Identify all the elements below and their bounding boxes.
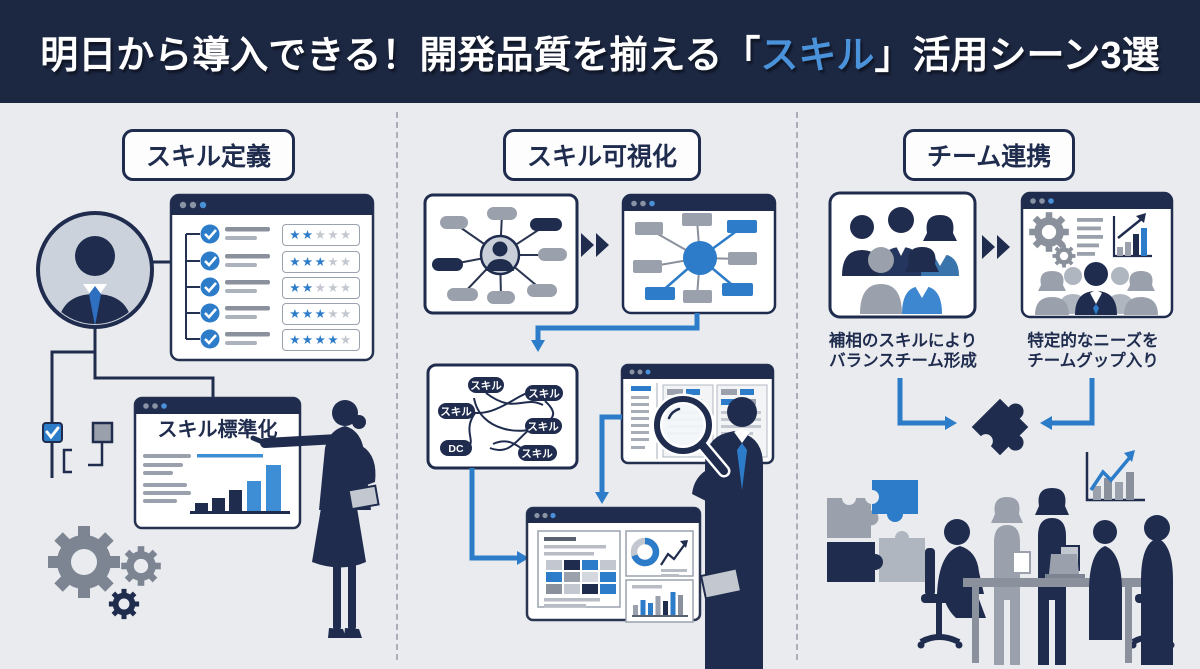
star-rating: ★★★★★ <box>282 329 360 351</box>
donut-chart-card <box>625 530 694 577</box>
flow-connector-lines <box>50 260 215 478</box>
user-avatar-icon <box>36 211 154 329</box>
column-divider-2 <box>796 112 798 660</box>
flow-arrow <box>595 414 622 504</box>
skill-node-label: スキル <box>440 406 472 418</box>
section-label-team-collaboration: チーム連携 <box>903 129 1076 181</box>
caption-specific-needs: 特定的なニーズを チームグップ入り <box>1027 332 1159 370</box>
bar-chart-card <box>625 579 694 623</box>
window-dots-icon <box>179 201 207 209</box>
skill-node-label: スキル <box>470 380 502 392</box>
placeholder-text-lines <box>143 454 191 503</box>
checkbox-node-icon <box>42 422 63 443</box>
skill-node-label: スキル <box>521 448 553 460</box>
flow-arrow <box>469 468 529 565</box>
puzzle-cluster-icon <box>827 480 925 582</box>
heatmap-card <box>537 530 621 608</box>
seated-person-silhouette <box>1141 515 1173 665</box>
team-meeting-scene <box>917 488 1175 665</box>
person-network-panel <box>423 193 579 315</box>
person-node-icon <box>479 234 521 276</box>
standing-person-silhouette <box>991 497 1031 665</box>
gear-icon <box>1052 244 1076 268</box>
header-banner: 明日から導入できる！開発品質を揃える「スキル」活用シーン3選 <box>0 0 1200 103</box>
flow-arrow <box>531 313 700 352</box>
team-collaboration-illustration <box>827 191 1175 665</box>
page-title: 明日から導入できる！開発品質を揃える「スキル」活用シーン3選 <box>40 24 1159 79</box>
double-arrow-icon <box>982 235 1010 259</box>
double-arrow-icon <box>581 233 609 257</box>
gear-icon <box>48 526 120 598</box>
placeholder-text-lines <box>225 227 270 345</box>
growth-bar-chart-icon <box>190 454 290 514</box>
magnifier-icon <box>651 393 731 478</box>
skill-visualization-illustration: スキル スキル スキル スキル DC スキル <box>423 193 777 669</box>
check-circle-icons <box>200 224 220 349</box>
column-divider-1 <box>396 112 398 660</box>
growth-chart-icon <box>1085 450 1145 502</box>
gear-icon <box>1029 212 1069 252</box>
title-post: 活用シーン3選 <box>912 35 1160 77</box>
section-label-skill-definition: スキル定義 <box>122 129 296 181</box>
dashboard-window <box>525 506 702 623</box>
star-rating: ★★★★★ <box>282 303 360 325</box>
title-highlight: スキル <box>760 35 875 77</box>
caption-balanced-team: 補相のスキルにより バランスチーム形成 <box>828 332 978 370</box>
person-bust-icon <box>1035 262 1158 315</box>
converge-arrow-right <box>1040 378 1095 430</box>
growth-chart-icon <box>1112 213 1152 258</box>
skill-standardization-window <box>133 396 302 530</box>
meeting-table <box>963 554 1141 663</box>
placeholder-text-lines <box>1077 218 1103 256</box>
star-rating: ★★★★★ <box>282 277 360 299</box>
title-bracket-open: 「 <box>722 35 761 77</box>
gear-icon <box>121 546 161 586</box>
section-label-skill-visualization: スキル可視化 <box>503 129 702 181</box>
skill-node-label: DC <box>448 443 464 455</box>
team-group-panel <box>828 191 977 319</box>
skill-tangle-panel: スキル スキル スキル スキル DC スキル <box>426 363 579 470</box>
gray-node-icon <box>91 421 114 444</box>
title-bracket-close: 」 <box>874 35 913 77</box>
businessman-silhouette <box>692 397 763 669</box>
skill-node-label: スキル <box>528 388 560 400</box>
chart-window-title: スキル標準化 <box>157 419 278 441</box>
star-rating: ★★★★★ <box>282 251 360 273</box>
gear-icon <box>108 588 140 620</box>
title-pre: 明日から導入できる！開発品質を揃える <box>40 35 723 77</box>
team-dashboard-panel <box>1020 191 1174 319</box>
skill-node-label: スキル <box>527 421 559 433</box>
star-rating: ★★★★★ <box>282 224 360 246</box>
seated-person-silhouette <box>1089 520 1122 640</box>
converge-arrow-left <box>897 378 957 430</box>
businesswoman-silhouette <box>250 400 380 638</box>
skill-node <box>440 207 567 304</box>
person-bust-icon <box>842 207 959 314</box>
browser-network-panel <box>621 193 777 315</box>
skill-node-dark <box>432 218 562 271</box>
puzzle-piece-icon <box>971 398 1029 456</box>
